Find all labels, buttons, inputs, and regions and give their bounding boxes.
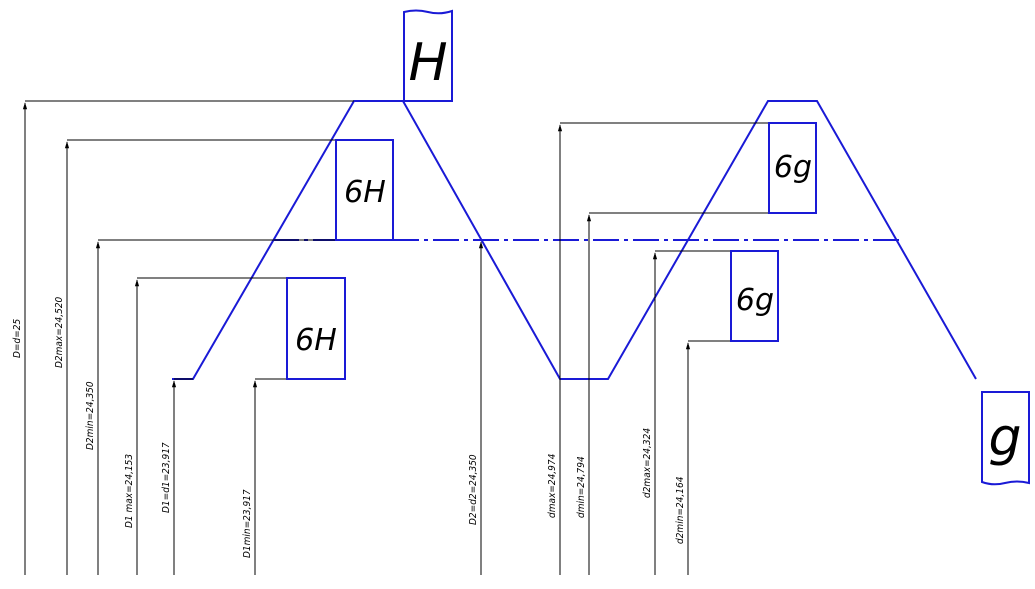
dimension-lines (22, 102, 691, 575)
nut-lower-zone-label: 6H (295, 323, 337, 358)
dim-d2min: d2min=24,164 (675, 476, 686, 544)
dim-D-d: D=d=25 (12, 319, 23, 358)
dim-dmin: dmin=24,794 (576, 456, 587, 518)
nut-upper-zone: 6H (335, 139, 394, 241)
bolt-field-box: g (981, 391, 1030, 486)
bolt-lower-zone-label: 6g (736, 283, 774, 318)
extension-lines (25, 100, 769, 380)
bolt-upper-zone-label: 6g (774, 150, 812, 185)
dim-D2-d2: D2=d2=24,350 (468, 454, 479, 525)
bolt-lower-zone: 6g (730, 250, 779, 342)
dim-D2max: D2max=24,520 (54, 296, 65, 368)
bolt-field-symbol: g (988, 408, 1021, 468)
nut-field-box: H (403, 9, 453, 102)
dim-D2min: D2min=24,350 (85, 381, 96, 450)
dim-D1-d1: D1=d1=23,917 (161, 442, 172, 513)
dim-dmax: dmax=24,974 (547, 453, 558, 518)
dim-d2max: d2max=24,324 (642, 428, 653, 498)
nut-field-symbol: H (408, 33, 447, 93)
bolt-upper-zone: 6g (768, 122, 817, 214)
nut-upper-zone-label: 6H (344, 175, 386, 210)
dim-D1min: D1min=23,917 (242, 489, 253, 558)
dimension-labels: D=d=25 D2max=24,520 D2min=24,350 D1 max=… (12, 296, 686, 558)
dim-D1max: D1 max=24,153 (124, 454, 135, 528)
nut-lower-zone: 6H (286, 277, 346, 380)
